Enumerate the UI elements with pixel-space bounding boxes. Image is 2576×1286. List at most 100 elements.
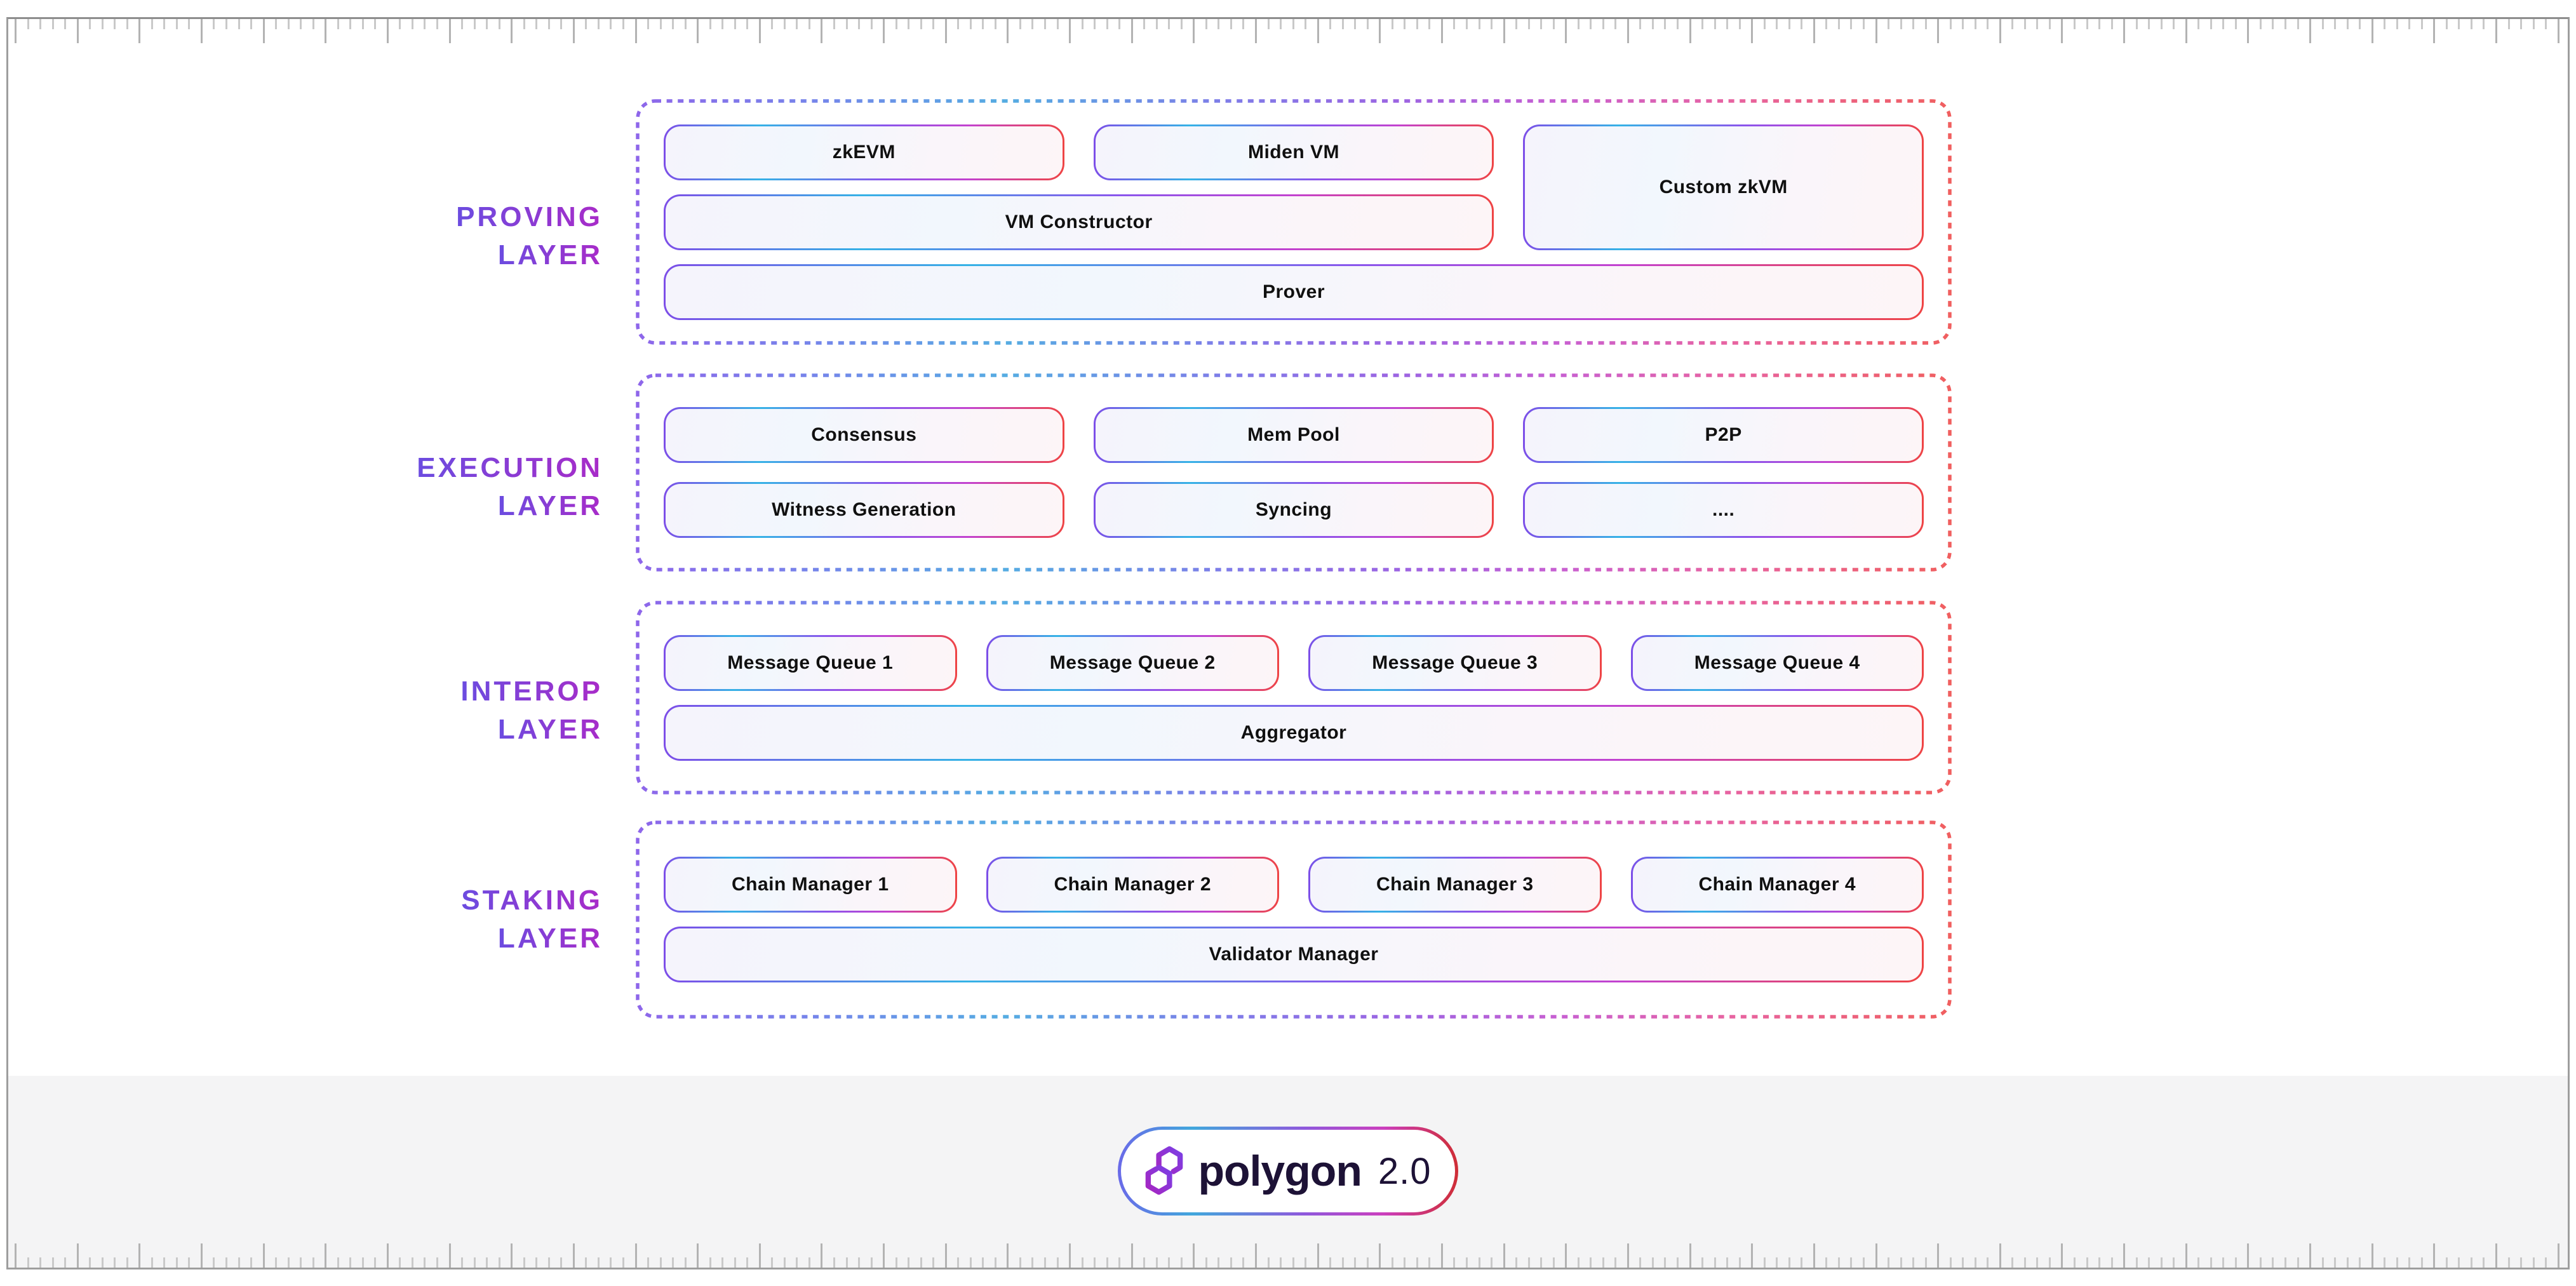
ruler-tick [15, 19, 17, 43]
box-aggregator: Aggregator [664, 704, 1924, 761]
ruler-tick [2445, 19, 2448, 29]
ruler-tick [1069, 19, 1071, 43]
ruler-tick [982, 19, 984, 29]
ruler-tick [27, 19, 29, 29]
ruler-tick [1180, 19, 1183, 29]
ruler-tick [771, 19, 774, 29]
ruler-tick [572, 19, 575, 43]
ruler-tick [1813, 19, 1815, 43]
ruler-tick [1837, 19, 1840, 29]
ruler-tick [51, 19, 54, 29]
ruler-tick [2098, 19, 2101, 29]
ruler-tick [994, 19, 996, 29]
ruler-tick [1714, 19, 1716, 29]
ruler-tick [287, 19, 290, 29]
ruler-tick [374, 19, 377, 29]
ruler-tick [1999, 19, 2001, 43]
ruler-tick [647, 19, 650, 29]
ruler-tick [783, 19, 786, 29]
ruler-tick [1590, 19, 1592, 29]
staking-layer-container: Chain Manager 1 Chain Manager 2 Chain Ma… [636, 820, 1952, 1019]
box-label: Miden VM [1095, 126, 1493, 178]
ruler-tick [1738, 19, 1741, 29]
ruler-tick [1354, 19, 1357, 29]
ruler-tick [547, 19, 550, 29]
ruler-tick [2297, 19, 2299, 29]
ruler-tick [1515, 19, 1518, 29]
box-more: .... [1523, 482, 1924, 538]
ruler-tick [2222, 19, 2225, 29]
ruler-tick [634, 19, 637, 43]
ruler-tick [1168, 19, 1171, 29]
ruler-tick [188, 19, 191, 29]
ruler-tick [1677, 19, 1679, 29]
ruler-tick [1329, 19, 1332, 29]
box-label: Witness Generation [666, 484, 1063, 536]
ruler-tick [858, 19, 861, 29]
ruler-tick [2135, 19, 2138, 29]
ruler-tick [64, 19, 67, 29]
ruler-tick [2483, 19, 2485, 29]
execution-layer-container: Consensus Mem Pool P2P Witness Generatio… [636, 373, 1952, 572]
ruler-tick [1602, 19, 1604, 29]
ruler-tick [151, 19, 153, 29]
ruler-tick [734, 19, 736, 29]
polygon-brand-pill-inner: polygon 2.0 [1121, 1130, 1455, 1212]
box-label: Message Queue 4 [1632, 636, 1922, 689]
ruler-tick [1614, 19, 1617, 29]
ruler-tick [486, 19, 488, 29]
ruler-tick [1503, 19, 1505, 43]
ruler-tick [684, 19, 687, 29]
box-zkevm: zkEVM [664, 124, 1064, 180]
ruler-tick [1527, 19, 1530, 29]
ruler-tick [1701, 19, 1704, 29]
ruler-tick [1491, 19, 1493, 29]
ruler-tick [2458, 19, 2460, 29]
dashed-border [636, 601, 1952, 794]
ruler-tick [1974, 19, 1976, 29]
dashed-border [636, 820, 1952, 1019]
box-message-queue-3: Message Queue 3 [1308, 634, 1602, 691]
polygon-version: 2.0 [1378, 1150, 1432, 1192]
box-chain-manager-1: Chain Manager 1 [664, 857, 957, 913]
box-p2p: P2P [1523, 407, 1924, 463]
ruler-tick [2073, 19, 2076, 29]
ruler-tick [2272, 19, 2274, 29]
ruler-tick [821, 19, 823, 43]
ruler-tick [920, 19, 922, 29]
ruler-tick [2545, 19, 2547, 29]
ruler-tick [163, 19, 166, 29]
ruler-tick [1937, 19, 1940, 43]
layer-row-staking: STAKING LAYER Chain Manager 1 Chain Mana… [8, 820, 2568, 1019]
ruler-tick [2520, 19, 2523, 29]
layer-label-line: LAYER [498, 711, 603, 749]
ruler-tick [2309, 19, 2312, 43]
ruler-tick [808, 19, 810, 29]
ruler-tick [895, 19, 897, 29]
ruler-tick [845, 19, 848, 29]
ruler-tick [1689, 19, 1691, 43]
ruler-tick [833, 19, 835, 29]
ruler-tick [424, 19, 426, 29]
polygon-wordmark: polygon [1198, 1147, 1362, 1195]
layer-row-interop: INTEROP LAYER Message Queue 1 Message Qu… [8, 601, 2568, 820]
ruler-tick [1404, 19, 1406, 29]
box-chain-manager-3: Chain Manager 3 [1308, 857, 1602, 913]
ruler-tick [1466, 19, 1468, 29]
box-label: Validator Manager [666, 928, 1922, 981]
ruler-tick [2197, 19, 2200, 29]
ruler-tick [2507, 19, 2510, 29]
box-label: Consensus [666, 409, 1063, 461]
proving-layer-container: zkEVM Miden VM Custom zkVM VM Constructo… [636, 99, 1952, 345]
polygon-architecture-diagram: PROVING LAYER zkEVM Miden VM Custom zkVM… [8, 99, 2568, 1019]
ruler-tick [238, 19, 240, 29]
ruler-tick [126, 19, 128, 29]
box-label: Prover [666, 265, 1922, 318]
ruler-tick [2011, 19, 2014, 29]
ruler-tick [2259, 19, 2262, 29]
ruler-tick [349, 19, 352, 29]
box-label: Mem Pool [1095, 409, 1493, 461]
layer-label-line: PROVING [456, 198, 603, 236]
ruler-tick [535, 19, 538, 29]
ruler-tick [2470, 19, 2472, 29]
